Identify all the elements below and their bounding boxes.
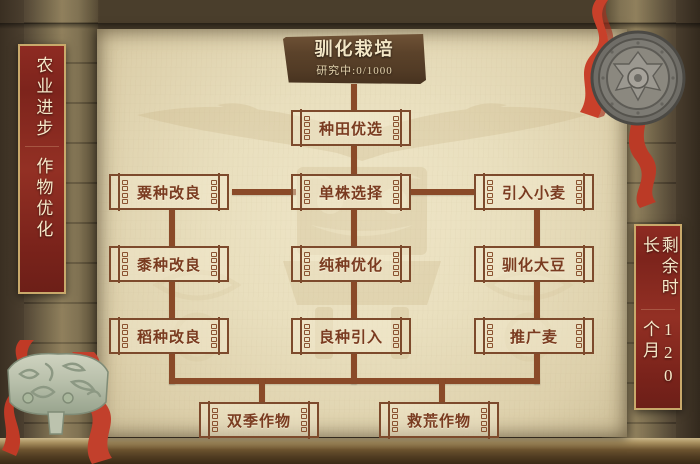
connector-col-left-1-2 — [169, 208, 175, 246]
node-label: 救荒作物 — [406, 413, 471, 430]
node-label: 引入小麦 — [501, 185, 566, 202]
chain-ornament-right — [392, 180, 399, 204]
plaque-progress: 研究中:0/1000 — [316, 65, 393, 78]
node-label: 双季作物 — [226, 413, 291, 430]
paper-edge-shadow — [97, 29, 627, 437]
tech-node-shuangjizuowu[interactable]: 双季作物 — [199, 401, 319, 439]
bronze-mirror-icon[interactable] — [590, 30, 686, 126]
bronze-vessel-watermark — [137, 103, 587, 362]
node-label: 良种引入 — [318, 329, 383, 346]
chain-ornament-right — [575, 252, 582, 276]
chain-ornament-left — [121, 180, 128, 204]
chain-ornament-left — [303, 252, 310, 276]
connector-col-right-1-2 — [534, 208, 540, 246]
chain-ornament-right — [300, 408, 307, 432]
node-frame — [474, 173, 594, 211]
node-frame — [199, 401, 319, 439]
research-title-plaque[interactable]: 驯化栽培 研究中:0/1000 — [283, 34, 426, 84]
connector-row1-right — [410, 189, 474, 195]
node-frame — [291, 317, 411, 355]
node-frame — [291, 173, 411, 211]
node-frame — [474, 317, 594, 355]
chain-ornament-left — [486, 252, 493, 276]
chain-ornament-right — [480, 408, 487, 432]
tech-node-danzhuxuanze[interactable]: 单株选择 — [291, 173, 411, 211]
chain-ornament-left — [121, 252, 128, 276]
tech-node-shuzhonggailiang[interactable]: 黍种改良 — [109, 245, 229, 283]
node-label: 驯化大豆 — [501, 257, 566, 274]
tech-node-liangzhongyinru[interactable]: 良种引入 — [291, 317, 411, 355]
node-label: 单株选择 — [318, 185, 383, 202]
connector-col-left-2-3 — [169, 280, 175, 318]
chain-ornament-left — [303, 116, 310, 140]
node-frame — [109, 317, 229, 355]
tech-node-tuiguangmai[interactable]: 推广麦 — [474, 317, 594, 355]
chain-ornament-left — [486, 180, 493, 204]
tech-node-daozhonggailiang[interactable]: 稻种改良 — [109, 317, 229, 355]
connector-bus-to-right-bottom — [439, 378, 445, 402]
node-frame — [291, 109, 411, 147]
tech-node-yinruxiaomai[interactable]: 引入小麦 — [474, 173, 594, 211]
connector-bottom-bus — [169, 378, 540, 384]
connector-col-center-1-2 — [351, 208, 357, 246]
node-label: 推广麦 — [509, 329, 558, 346]
chain-ornament-left — [486, 324, 493, 348]
node-frame — [474, 245, 594, 283]
connector-col-right-down — [534, 352, 540, 384]
chain-ornament-right — [575, 180, 582, 204]
jade-dragon-icon[interactable] — [2, 350, 114, 436]
connector-bus-to-left-bottom — [259, 378, 265, 402]
node-frame — [291, 245, 411, 283]
connector-root-down — [351, 146, 357, 174]
bottom-beam — [0, 438, 700, 464]
connector-plaque-to-root — [351, 84, 357, 110]
remaining-time-banner[interactable]: 剩余时长 120个月 — [634, 224, 682, 410]
node-frame — [379, 401, 499, 439]
chain-ornament-right — [392, 324, 399, 348]
remaining-time-value: 120个月 — [640, 319, 678, 389]
chain-ornament-left — [211, 408, 218, 432]
node-frame — [109, 173, 229, 211]
top-beam-shadow — [0, 23, 700, 29]
remaining-time-label: 剩余时长 — [640, 236, 678, 299]
red-ribbon-medallion-tail-icon — [626, 98, 657, 208]
tech-node-chunzhongyouhua[interactable]: 纯种优化 — [291, 245, 411, 283]
banner-subcategory-title: 作物优化 — [33, 157, 53, 241]
chain-ornament-right — [210, 252, 217, 276]
tech-node-suzhonggailiang[interactable]: 粟种改良 — [109, 173, 229, 211]
chain-ornament-right — [575, 324, 582, 348]
connector-col-center-2-3 — [351, 280, 357, 318]
node-label: 纯种优化 — [318, 257, 383, 274]
tech-node-xunhuadadou[interactable]: 驯化大豆 — [474, 245, 594, 283]
chain-ornament-right — [392, 116, 399, 140]
connector-col-center-down — [351, 352, 357, 384]
banner-divider — [641, 308, 675, 310]
tech-tree-panel — [97, 29, 627, 437]
node-frame — [109, 245, 229, 283]
node-label: 黍种改良 — [136, 257, 201, 274]
connector-col-right-2-3 — [534, 280, 540, 318]
plaque-title: 驯化栽培 — [314, 38, 395, 59]
node-label: 稻种改良 — [136, 329, 201, 346]
node-label: 种田优选 — [318, 121, 383, 138]
chain-ornament-left — [303, 180, 310, 204]
chain-ornament-left — [303, 324, 310, 348]
chain-ornament-right — [392, 252, 399, 276]
left-category-banner[interactable]: 农业进步 作物优化 — [18, 44, 66, 294]
connector-col-left-down — [169, 352, 175, 384]
tech-node-jiuhuangzuowu[interactable]: 救荒作物 — [379, 401, 499, 439]
chain-ornament-right — [210, 180, 217, 204]
tech-node-zhongtianyouxuan[interactable]: 种田优选 — [291, 109, 411, 147]
chain-ornament-right — [210, 324, 217, 348]
chain-ornament-left — [121, 324, 128, 348]
connector-row1-left — [232, 189, 296, 195]
banner-category-title: 农业进步 — [33, 56, 53, 140]
node-label: 粟种改良 — [136, 185, 201, 202]
chain-ornament-left — [391, 408, 398, 432]
banner-divider — [25, 146, 59, 147]
